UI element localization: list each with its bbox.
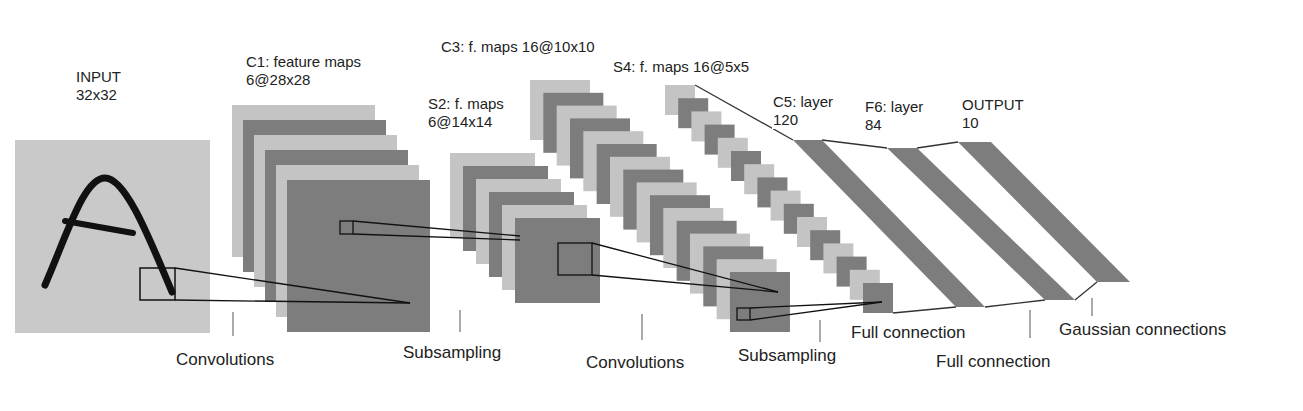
tick-mark	[460, 310, 461, 332]
connection-line	[1075, 282, 1097, 300]
feature-map	[515, 218, 600, 303]
layer-node: OUTPUT 10	[958, 96, 1130, 282]
operation-label: Full connection	[850, 323, 966, 343]
tick-mark	[233, 312, 234, 336]
tick-mark	[1030, 310, 1031, 338]
layer-label: S2: f. maps 6@14x14	[427, 95, 524, 131]
layer-shape	[232, 105, 430, 332]
receptive-field	[737, 308, 750, 320]
feature-map	[730, 272, 790, 332]
receptive-field	[140, 268, 175, 300]
layer-shape	[15, 140, 210, 333]
connection-line	[822, 140, 887, 148]
input-image	[15, 140, 210, 333]
operation-label: Gaussian connections	[1058, 320, 1227, 340]
operation-label: Subsampling	[402, 343, 502, 363]
layer-shape	[530, 80, 790, 332]
tick-mark	[820, 320, 821, 342]
operation-label: Subsampling	[737, 346, 837, 366]
letter-crossbar	[65, 221, 133, 233]
projection-line	[353, 234, 520, 240]
tick-mark	[1092, 298, 1093, 316]
layer-label: F6: layer 84	[864, 98, 938, 134]
feature-map	[863, 283, 893, 313]
projection-line	[750, 302, 882, 320]
layer-label: C1: feature maps 6@28x28	[245, 53, 382, 89]
projection-line	[353, 221, 520, 236]
operation-label: Convolutions	[585, 353, 685, 373]
layer-band	[958, 142, 1130, 282]
projection-line	[175, 300, 410, 303]
layer-node: INPUT 32x32	[15, 68, 210, 333]
operation-label: Full connection	[935, 352, 1051, 372]
connection-line	[985, 300, 1045, 307]
connection-line	[917, 142, 958, 148]
projection-line	[592, 243, 778, 292]
tick-mark	[642, 314, 643, 340]
feature-map	[287, 180, 430, 332]
layer-shape	[958, 142, 1130, 282]
letter-stroke	[45, 178, 172, 292]
receptive-field	[558, 243, 592, 275]
layer-shape	[793, 140, 985, 307]
layer-band	[793, 140, 985, 307]
layer-label: OUTPUT 10	[961, 96, 1024, 132]
layer-label: C3: f. maps 16@10x10	[440, 38, 596, 56]
layer-label: S4: f. maps 16@5x5	[612, 58, 750, 76]
connection-line	[893, 307, 956, 313]
receptive-field	[340, 221, 353, 234]
projection-line	[175, 268, 410, 303]
operation-label: Convolutions	[175, 350, 275, 370]
layer-label: INPUT 32x32	[75, 68, 122, 104]
layer-node: C1: feature maps 6@28x28	[232, 53, 430, 332]
layer-label: C5: layer 120	[772, 93, 849, 129]
projection-line	[592, 275, 778, 292]
